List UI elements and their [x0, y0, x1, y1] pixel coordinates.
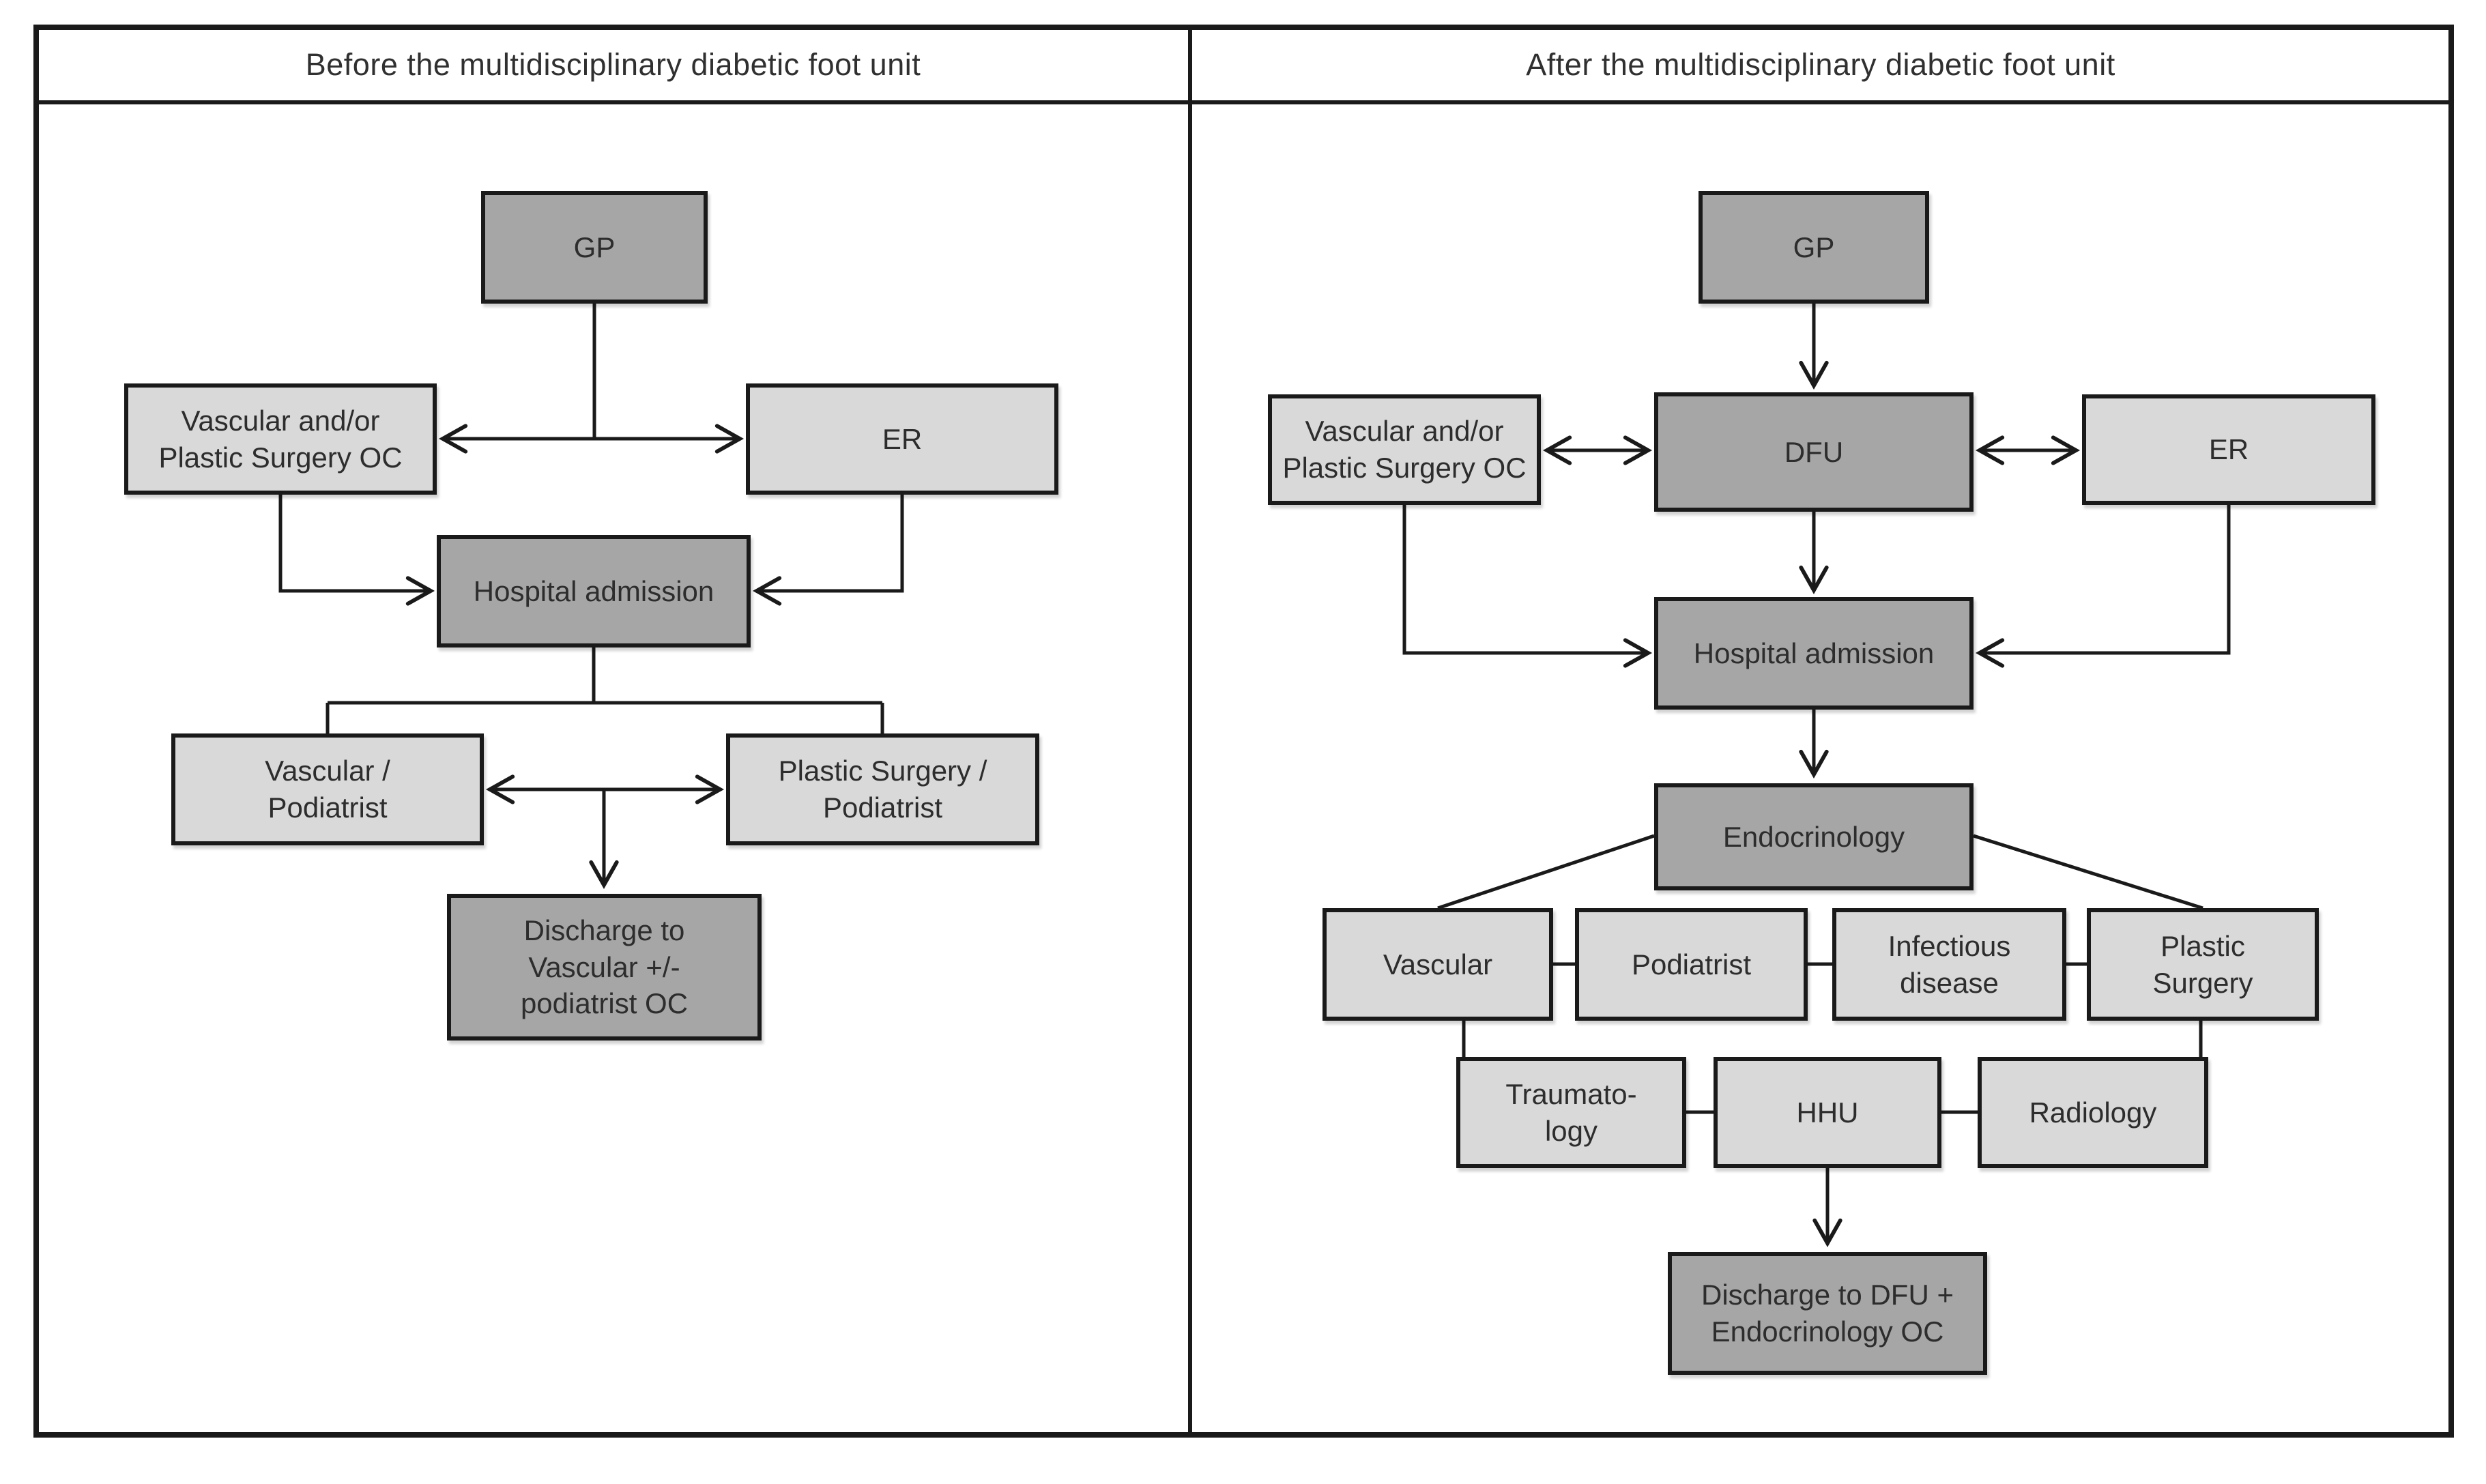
node-after-plastic-surgery-label: Plastic Surgery	[2152, 929, 2253, 999]
node-before-er-label: ER	[882, 422, 923, 455]
node-after-er-label: ER	[2208, 433, 2249, 466]
node-after-podiatrist-label: Podiatrist	[1631, 948, 1752, 980]
node-after-podiatrist: Podiatrist	[1575, 908, 1808, 1021]
node-before-plastic-surgery-podiatrist: Plastic Surgery / Podiatrist	[726, 733, 1039, 845]
node-after-endocrinology: Endocrinology	[1654, 783, 1974, 890]
node-before-er: ER	[746, 383, 1058, 495]
node-after-dfu: DFU	[1654, 392, 1974, 512]
node-before-gp-label: GP	[573, 231, 616, 263]
node-before-vascular-plastic-oc-label: Vascular and/or Plastic Surgery OC	[158, 404, 403, 474]
node-after-plastic-surgery: Plastic Surgery	[2087, 908, 2319, 1021]
panel-title-after: After the multidisciplinary diabetic foo…	[1190, 27, 2451, 102]
node-after-dfu-label: DFU	[1784, 435, 1844, 468]
outer-border	[33, 25, 2454, 1438]
node-after-vascular: Vascular	[1323, 908, 1553, 1021]
node-before-hospital-admission-label: Hospital admission	[473, 574, 714, 607]
node-after-hospital-admission-label: Hospital admission	[1693, 637, 1935, 669]
node-before-discharge-label: Discharge to Vascular +/- podiatrist OC	[520, 914, 689, 1020]
node-after-gp: GP	[1699, 191, 1929, 304]
node-before-hospital-admission: Hospital admission	[437, 535, 751, 648]
edge-after-endo-plastic-diagonal	[1973, 834, 2203, 910]
node-after-vascular-plastic-oc-label: Vascular and/or Plastic Surgery OC	[1282, 415, 1527, 484]
node-after-vascular-label: Vascular	[1383, 948, 1493, 980]
node-before-vascular-plastic-oc: Vascular and/or Plastic Surgery OC	[124, 383, 437, 495]
panel-title-before-text: Before the multidisciplinary diabetic fo…	[305, 47, 921, 82]
edges-after	[1402, 304, 2231, 1248]
node-after-traumatology: Traumato- logy	[1456, 1057, 1686, 1168]
panel-title-before: Before the multidisciplinary diabetic fo…	[36, 27, 1190, 102]
node-before-gp: GP	[481, 191, 708, 304]
node-after-vascular-plastic-oc: Vascular and/or Plastic Surgery OC	[1268, 394, 1541, 505]
edge-before-er-admission	[752, 495, 904, 606]
node-after-radiology-label: Radiology	[2029, 1096, 2157, 1129]
node-after-discharge-label: Discharge to DFU + Endocrinology OC	[1701, 1279, 1954, 1348]
node-before-vascular-podiatrist-label: Vascular / Podiatrist	[265, 755, 390, 824]
panel-title-after-text: After the multidisciplinary diabetic foo…	[1526, 47, 2115, 82]
node-before-vascular-podiatrist: Vascular / Podiatrist	[171, 733, 484, 845]
node-after-traumatology-label: Traumato- logy	[1505, 1077, 1637, 1147]
edge-after-endo-vascular-diagonal	[1437, 834, 1655, 910]
edges-before	[278, 304, 904, 890]
edge-after-oc-admission	[1402, 505, 1653, 668]
node-after-infectious-disease-label: Infectious disease	[1888, 929, 2011, 999]
edge-before-oc-admission	[278, 495, 435, 606]
node-after-gp-label: GP	[1793, 231, 1835, 263]
node-after-endocrinology-label: Endocrinology	[1722, 820, 1905, 853]
node-after-hospital-admission: Hospital admission	[1654, 597, 1974, 710]
node-after-er: ER	[2082, 394, 2375, 505]
edge-after-er-admission	[1975, 505, 2231, 668]
node-after-hhu-label: HHU	[1796, 1096, 1859, 1129]
node-after-hhu: HHU	[1714, 1057, 1941, 1168]
node-before-discharge: Discharge to Vascular +/- podiatrist OC	[447, 894, 762, 1041]
node-after-discharge: Discharge to DFU + Endocrinology OC	[1668, 1252, 1987, 1375]
node-before-plastic-surgery-podiatrist-label: Plastic Surgery / Podiatrist	[778, 755, 987, 824]
node-after-radiology: Radiology	[1978, 1057, 2208, 1168]
node-after-infectious-disease: Infectious disease	[1832, 908, 2066, 1021]
